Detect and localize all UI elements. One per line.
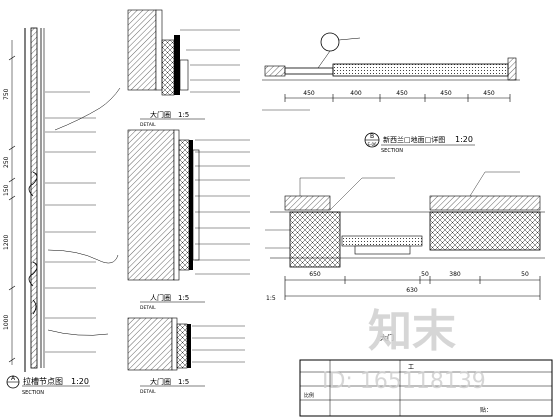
watermark: 知末 ID: 165118139 — [322, 306, 486, 394]
detail-b-dimensions: 450 400 450 450 450 — [303, 90, 495, 97]
dim-c-4: 50 — [521, 271, 529, 278]
door-detail-1 — [127, 9, 240, 96]
detail-b-label: B E-06 新西兰□地面□详图 1:20 SECTION — [364, 132, 475, 154]
detail-a-label: A 拉槽节点图 1:20 SECTION — [6, 375, 90, 396]
door-detail-3-label: 大门圈 1:5 DETAIL — [140, 377, 205, 395]
door-detail-1-scale: 1:5 — [178, 111, 189, 119]
door-detail-2 — [127, 129, 250, 281]
door-detail-1-label: 大门圈 1:5 DETAIL — [140, 110, 205, 128]
door-detail-3-title: 大门圈 — [150, 377, 171, 386]
detail-c-scale: 1:5 — [266, 295, 276, 302]
dim-a-4: 1200 — [3, 235, 10, 250]
door-detail-3-subtitle: DETAIL — [140, 389, 156, 395]
door-detail-2-subtitle: DETAIL — [140, 305, 156, 311]
door-detail-1-title: 大门圈 — [150, 110, 171, 119]
detail-c-dimensions: 650 50 380 50 630 — [309, 271, 529, 294]
watermark-id: ID: 165118139 — [322, 369, 486, 394]
title-block-field-label: 比例 — [304, 392, 314, 399]
door-detail-2-title: 人门圈 — [150, 293, 171, 302]
door-detail-1-subtitle: DETAIL — [140, 122, 156, 128]
detail-b-subtitle: SECTION — [381, 148, 403, 154]
detail-a-subtitle: SECTION — [22, 390, 44, 396]
detail-b-scale: 1:20 — [455, 135, 473, 144]
dim-c-3: 380 — [449, 271, 461, 278]
dim-a-5: 1000 — [3, 315, 10, 330]
dim-c-2: 50 — [421, 271, 429, 278]
dim-b-5: 450 — [483, 90, 495, 97]
watermark-logo: 知末 — [368, 306, 456, 357]
detail-b-section — [262, 32, 520, 111]
title-block-project-label: 工 — [408, 364, 414, 371]
door-detail-3 — [127, 317, 245, 371]
detail-c-label: 1:5 大门 — [266, 295, 394, 342]
detail-a-dimensions: 750 250 150 1200 1000 — [3, 88, 10, 330]
dim-a-3: 150 — [3, 184, 10, 196]
dim-b-3: 450 — [396, 90, 408, 97]
dim-c-5: 630 — [406, 287, 418, 294]
dim-b-4: 450 — [440, 90, 452, 97]
title-block-bottom-label: 贴： — [480, 406, 492, 414]
detail-b-title: 新西兰□地面□详图 — [383, 135, 445, 144]
detail-a-scale: 1:20 — [71, 377, 89, 386]
detail-c-title: 大门 — [380, 333, 394, 342]
detail-a-section — [8, 27, 121, 372]
detail-c-section — [265, 171, 545, 300]
title-block: 工 比例 贴： — [299, 359, 553, 417]
dim-b-1: 450 — [303, 90, 315, 97]
detail-a-title: 拉槽节点图 — [23, 376, 63, 386]
detail-b-sheet-ref: E-06 — [367, 142, 377, 147]
dim-a-1: 750 — [3, 88, 10, 100]
dim-a-2: 250 — [3, 156, 10, 168]
detail-b-symbol: B — [370, 133, 374, 140]
door-detail-2-label: 人门圈 1:5 DETAIL — [140, 293, 205, 311]
dim-c-1: 650 — [309, 271, 321, 278]
door-detail-2-scale: 1:5 — [178, 294, 189, 302]
detail-a-symbol: A — [11, 375, 16, 382]
door-detail-3-scale: 1:5 — [178, 378, 189, 386]
dim-b-2: 400 — [350, 90, 362, 97]
